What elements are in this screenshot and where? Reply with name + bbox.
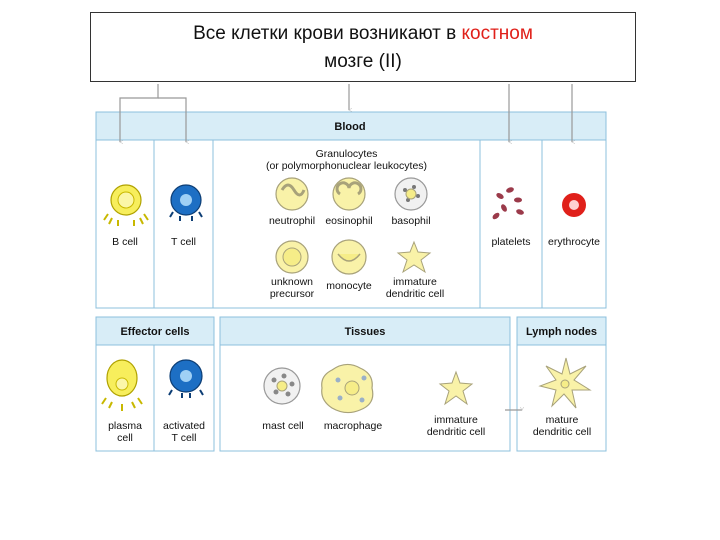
neutrophil-icon <box>275 177 309 211</box>
title-text-red-1: костном <box>461 23 533 44</box>
b-cell-label: B cell <box>112 236 138 248</box>
eosinophil-icon <box>332 177 366 211</box>
lineage-arrows <box>119 84 572 411</box>
tissue-immature-dc-label-2: dendritic cell <box>426 426 486 438</box>
t-cell-icon <box>169 184 203 221</box>
title-line-1: Все клетки крови возникают в костном <box>91 23 635 45</box>
blood-header: Blood <box>334 121 366 133</box>
basophil-icon <box>394 177 428 211</box>
mature-dendritic-cell-icon <box>538 357 592 409</box>
monocyte-label: monocyte <box>326 280 372 292</box>
tissues-header-bar <box>219 316 511 346</box>
immature-dc-label-1: immature <box>393 276 437 288</box>
title-text-plain: Все клетки крови возникают в <box>193 23 462 44</box>
unknown-precursor-label-2: precursor <box>269 288 315 300</box>
t-cell-label: T cell <box>171 236 196 248</box>
plasma-cell-icon <box>101 359 143 411</box>
tissues-header: Tissues <box>344 326 386 338</box>
title-line-2: мозге (II) <box>324 51 402 72</box>
activated-t-label-2: T cell <box>171 432 197 444</box>
arrow-to-b-cell <box>119 84 159 142</box>
mast-cell-label: mast cell <box>262 420 304 432</box>
title-box: Все клетки крови возникают в костном моз… <box>90 12 636 82</box>
mature-dc-label-1: mature <box>545 414 579 426</box>
neutrophil-label: neutrophil <box>268 215 316 227</box>
granulocytes-subheader: (or polymorphonuclear leukocytes) <box>265 160 428 172</box>
eosinophil-label: eosinophil <box>325 215 373 227</box>
monocyte-icon <box>331 239 367 275</box>
erythrocyte-icon <box>562 193 586 217</box>
mature-dc-label-2: dendritic cell <box>532 426 592 438</box>
lymph-header: Lymph nodes <box>525 326 598 338</box>
activated-t-cell-icon <box>168 359 204 398</box>
macrophage-label: macrophage <box>323 420 383 432</box>
effector-header-bar <box>95 316 215 346</box>
arrow-to-t-cell <box>158 97 186 142</box>
erythrocyte-label: erythrocyte <box>548 236 600 248</box>
activated-t-label-1: activated <box>162 420 206 432</box>
tissue-immature-dc-label-1: immature <box>434 414 478 426</box>
tissue-immature-dendritic-cell-icon <box>438 370 474 406</box>
platelets-icon <box>492 187 524 220</box>
b-cell-icon <box>103 184 149 226</box>
platelets-label: platelets <box>491 236 531 248</box>
plasma-cell-label-2: cell <box>117 432 133 444</box>
immature-dc-label-2: dendritic cell <box>385 288 445 300</box>
blood-header-bar <box>95 111 607 141</box>
granulocytes-header: Granulocytes <box>315 148 378 160</box>
macrophage-icon <box>321 363 374 414</box>
effector-header: Effector cells <box>120 326 190 338</box>
immature-dendritic-cell-icon <box>396 240 432 274</box>
basophil-label: basophil <box>391 215 431 227</box>
mast-cell-icon <box>263 367 301 405</box>
plasma-cell-label-1: plasma <box>108 420 142 432</box>
lymph-header-bar <box>516 316 607 346</box>
unknown-precursor-icon <box>275 240 309 274</box>
unknown-precursor-label-1: unknown <box>270 276 314 288</box>
